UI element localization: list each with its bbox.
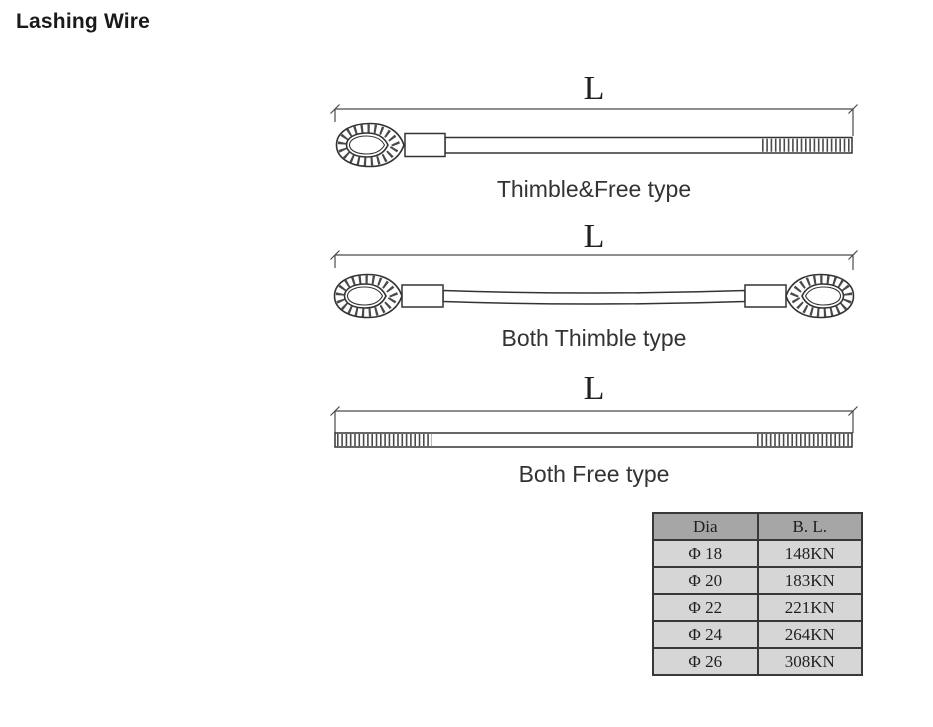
wire-body: [444, 136, 853, 154]
dia-cell: Φ 20: [652, 566, 759, 595]
table-row: Φ 26 308KN: [652, 647, 863, 676]
dimension-label: L: [583, 370, 605, 407]
diagram-caption: Thimble&Free type: [496, 176, 692, 202]
table-row: Φ 20 183KN: [652, 566, 863, 595]
col-header-bl: B. L.: [756, 512, 863, 541]
bl-cell: 221KN: [756, 593, 863, 622]
dia-cell: Φ 22: [652, 593, 759, 622]
ferrule: [404, 132, 446, 158]
page-title: Lashing Wire: [16, 10, 151, 33]
diagram-both-free: L Both Free type: [330, 370, 858, 490]
bl-cell: 183KN: [756, 566, 863, 595]
thimble-free-drawing: [330, 104, 858, 176]
ferrule: [401, 284, 444, 308]
dia-cell: Φ 26: [652, 647, 759, 676]
thimble-icon: [786, 275, 854, 318]
diagram-caption: Both Thimble type: [501, 325, 687, 351]
bl-cell: 308KN: [756, 647, 863, 676]
table-row: Φ 22 221KN: [652, 593, 863, 622]
dimension-label: L: [583, 218, 605, 255]
spec-table: Dia B. L. Φ 18 148KN Φ 20 183KN Φ 22 221…: [652, 512, 863, 676]
ferrule: [744, 284, 787, 308]
thimble-icon: [337, 124, 405, 167]
dia-cell: Φ 18: [652, 539, 759, 568]
thimble-icon: [335, 275, 403, 318]
diagram-caption: Both Free type: [518, 461, 670, 487]
table-row: Φ 24 264KN: [652, 620, 863, 649]
both-thimble-drawing: [330, 250, 858, 322]
dia-cell: Φ 24: [652, 620, 759, 649]
col-header-dia: Dia: [652, 512, 759, 541]
both-free-drawing: [330, 406, 858, 448]
table-header-row: Dia B. L.: [652, 512, 863, 541]
diagram-both-thimble: L Both Thimble type: [330, 218, 858, 354]
dimension-label: L: [583, 70, 605, 107]
wire-body: [334, 432, 853, 448]
bl-cell: 264KN: [756, 620, 863, 649]
wire-body: [442, 289, 746, 305]
bl-cell: 148KN: [756, 539, 863, 568]
table-row: Φ 18 148KN: [652, 539, 863, 568]
diagram-thimble-free: L Thimble&Free type: [330, 70, 858, 204]
